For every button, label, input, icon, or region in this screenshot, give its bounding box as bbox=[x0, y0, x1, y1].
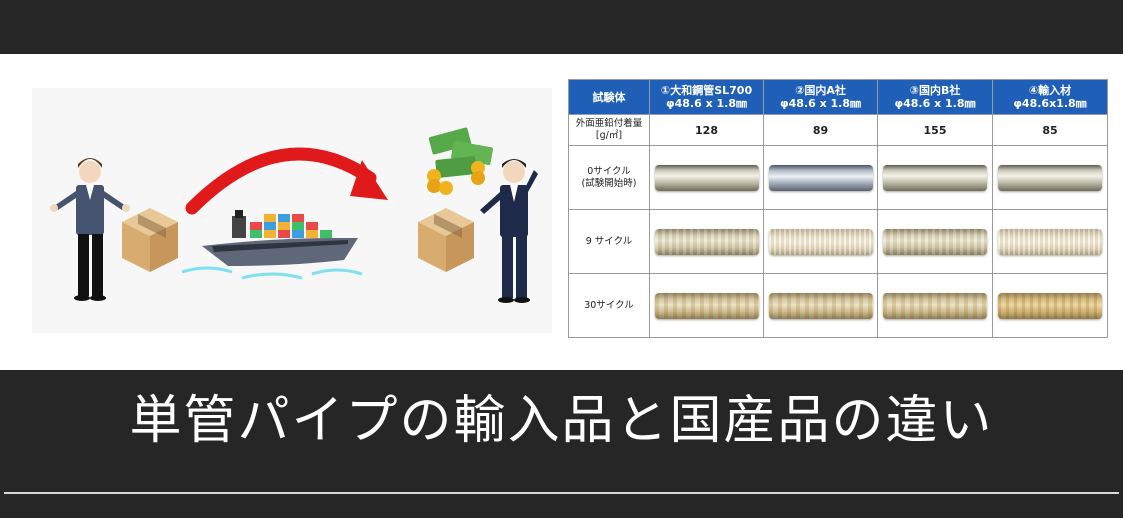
package-box-icon bbox=[418, 208, 474, 272]
pipe-photo-cell bbox=[992, 273, 1108, 338]
divider bbox=[4, 492, 1119, 494]
sample-spec: φ48.6 x 1.8㎜ bbox=[666, 97, 747, 110]
pipe-sample-image bbox=[654, 292, 759, 319]
pipe-sample-image bbox=[998, 228, 1102, 255]
cycle-label-line2: (試験開始時) bbox=[581, 177, 637, 189]
top-bar bbox=[0, 0, 1123, 54]
cycle-label-line1: 0サイクル bbox=[587, 165, 631, 177]
page-title: 単管パイプの輸入品と国産品の違い bbox=[129, 391, 994, 451]
red-arrow-icon bbox=[185, 147, 388, 215]
sample-spec: φ48.6 x 1.8㎜ bbox=[894, 97, 976, 110]
pipe-photo-cell bbox=[649, 209, 764, 274]
pipe-photo-cell bbox=[877, 145, 993, 210]
coating-row: 外面亜鉛付着量[g/㎡] 128 89 155 85 bbox=[568, 114, 1108, 146]
coating-value: 155 bbox=[877, 114, 993, 146]
pipe-sample-image bbox=[883, 292, 987, 319]
pipe-photo-cell bbox=[877, 273, 993, 338]
pipe-sample-image bbox=[998, 292, 1102, 319]
sample-name: ④輸入材 bbox=[1028, 84, 1072, 97]
seller-figure-icon bbox=[50, 158, 130, 301]
pipe-photo-cell bbox=[649, 145, 764, 210]
coating-value: 89 bbox=[763, 114, 878, 146]
pipe-photo-cell bbox=[877, 209, 993, 274]
cargo-ship-icon bbox=[181, 210, 363, 280]
coating-value: 128 bbox=[649, 114, 764, 146]
cycle-label-line1: 30サイクル bbox=[584, 299, 634, 311]
coating-value: 85 bbox=[992, 114, 1108, 146]
pipe-photo-cell bbox=[763, 145, 878, 210]
sample-spec: φ48.6 x 1.8㎜ bbox=[780, 97, 861, 110]
sample-name: ②国内A社 bbox=[795, 84, 846, 97]
cycle-label: 0サイクル(試験開始時) bbox=[568, 145, 650, 210]
header-corner: 試験体 bbox=[568, 79, 650, 115]
pipe-photo-cell bbox=[649, 273, 764, 338]
pipe-sample-image bbox=[883, 164, 987, 191]
pipe-sample-image bbox=[998, 164, 1102, 191]
sample-spec: φ48.6x1.8㎜ bbox=[1013, 97, 1087, 110]
coating-label-line1: 外面亜鉛付着量 bbox=[575, 118, 643, 129]
pipe-photo-cell bbox=[992, 209, 1108, 274]
pipe-sample-image bbox=[654, 228, 759, 255]
pipe-photo-cell bbox=[763, 209, 878, 274]
coating-label: 外面亜鉛付着量[g/㎡] bbox=[568, 114, 650, 146]
pipe-photo-cell bbox=[992, 145, 1108, 210]
pipe-sample-image bbox=[768, 228, 873, 255]
cycle-row-0: 0サイクル(試験開始時) bbox=[568, 145, 1108, 210]
pipe-sample-image bbox=[768, 164, 873, 191]
coating-label-unit: [g/㎡] bbox=[595, 130, 623, 141]
cycle-label: 9 サイクル bbox=[568, 209, 650, 274]
money-stack-icon bbox=[427, 127, 493, 195]
pipe-sample-image bbox=[654, 164, 759, 191]
pipe-photo-cell bbox=[763, 273, 878, 338]
cycle-label: 30サイクル bbox=[568, 273, 650, 338]
buyer-figure-icon bbox=[480, 159, 538, 303]
package-box-icon bbox=[122, 208, 178, 272]
cycle-label-line1: 9 サイクル bbox=[585, 235, 633, 247]
import-illustration bbox=[32, 88, 552, 333]
sample-name: ①大和鋼管SL700 bbox=[660, 84, 753, 97]
pipe-sample-image bbox=[883, 228, 987, 255]
sample-name: ③国内B社 bbox=[909, 84, 961, 97]
pipe-sample-image bbox=[768, 292, 873, 319]
cycle-row-9: 9 サイクル bbox=[568, 209, 1108, 274]
cycle-row-30: 30サイクル bbox=[568, 273, 1108, 338]
